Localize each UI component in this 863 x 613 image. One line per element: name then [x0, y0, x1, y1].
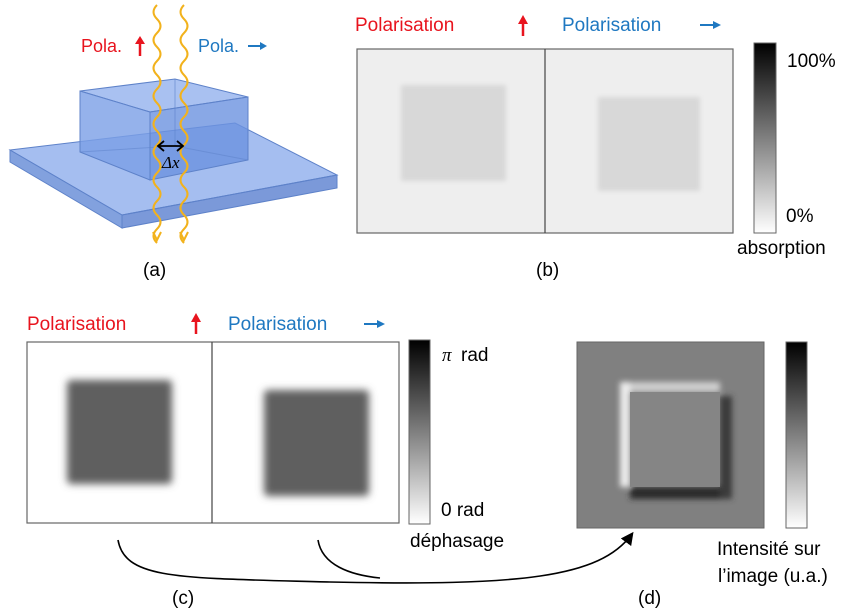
panel-d: Intensité sur l’image (u.a.) (d) — [576, 341, 828, 609]
absorption-scale-bar — [753, 42, 777, 234]
phase-scale-label: déphasage — [410, 531, 504, 552]
absorption-image — [356, 48, 734, 234]
panel-c: Polarisation Polarisation π rad 0 rad dé… — [26, 313, 504, 609]
caption-d: (d) — [638, 588, 661, 609]
panel-b-title-left: Polarisation — [355, 15, 454, 36]
delta-x-label: Δx — [161, 153, 180, 172]
glass-block — [79, 78, 249, 181]
phase-scale-bottom: 0 rad — [441, 500, 484, 521]
pola-right-label: Pola. — [198, 36, 239, 56]
caption-a: (a) — [143, 260, 166, 281]
intensity-scale-bar — [785, 341, 808, 529]
light-beam-left — [152, 4, 162, 244]
intensity-image — [576, 341, 765, 529]
caption-c: (c) — [172, 588, 194, 609]
up-arrow-icon — [518, 15, 528, 36]
panel-c-title-right: Polarisation — [228, 314, 327, 335]
panel-a: Δx Pola. Pola. (a) — [8, 4, 339, 281]
phase-scale-top-symbol: π — [442, 345, 452, 366]
pola-left-label: Pola. — [81, 36, 122, 56]
panel-b: Polarisation Polarisation 100% 0% absorp… — [355, 15, 836, 281]
absorption-scale-label: absorption — [737, 238, 826, 259]
transform-arrow — [117, 531, 634, 584]
delta-x-arrow — [156, 140, 185, 152]
right-arrow-icon — [248, 42, 267, 50]
absorption-scale-top: 100% — [787, 51, 836, 72]
caption-b: (b) — [536, 260, 559, 281]
intensity-scale-label-line2: l’image (u.a.) — [718, 566, 828, 587]
panel-c-title-left: Polarisation — [27, 314, 126, 335]
phase-image — [26, 341, 400, 524]
up-arrow-icon — [135, 36, 145, 56]
right-arrow-icon — [364, 320, 385, 328]
phase-scale-bar — [408, 339, 431, 525]
absorption-scale-bottom: 0% — [786, 206, 814, 227]
up-arrow-icon — [191, 313, 201, 334]
light-beam-right — [179, 4, 189, 244]
intensity-scale-label-line1: Intensité sur — [717, 539, 821, 560]
right-arrow-icon — [700, 21, 721, 29]
panel-b-title-right: Polarisation — [562, 15, 661, 36]
phase-scale-top: rad — [461, 345, 488, 366]
